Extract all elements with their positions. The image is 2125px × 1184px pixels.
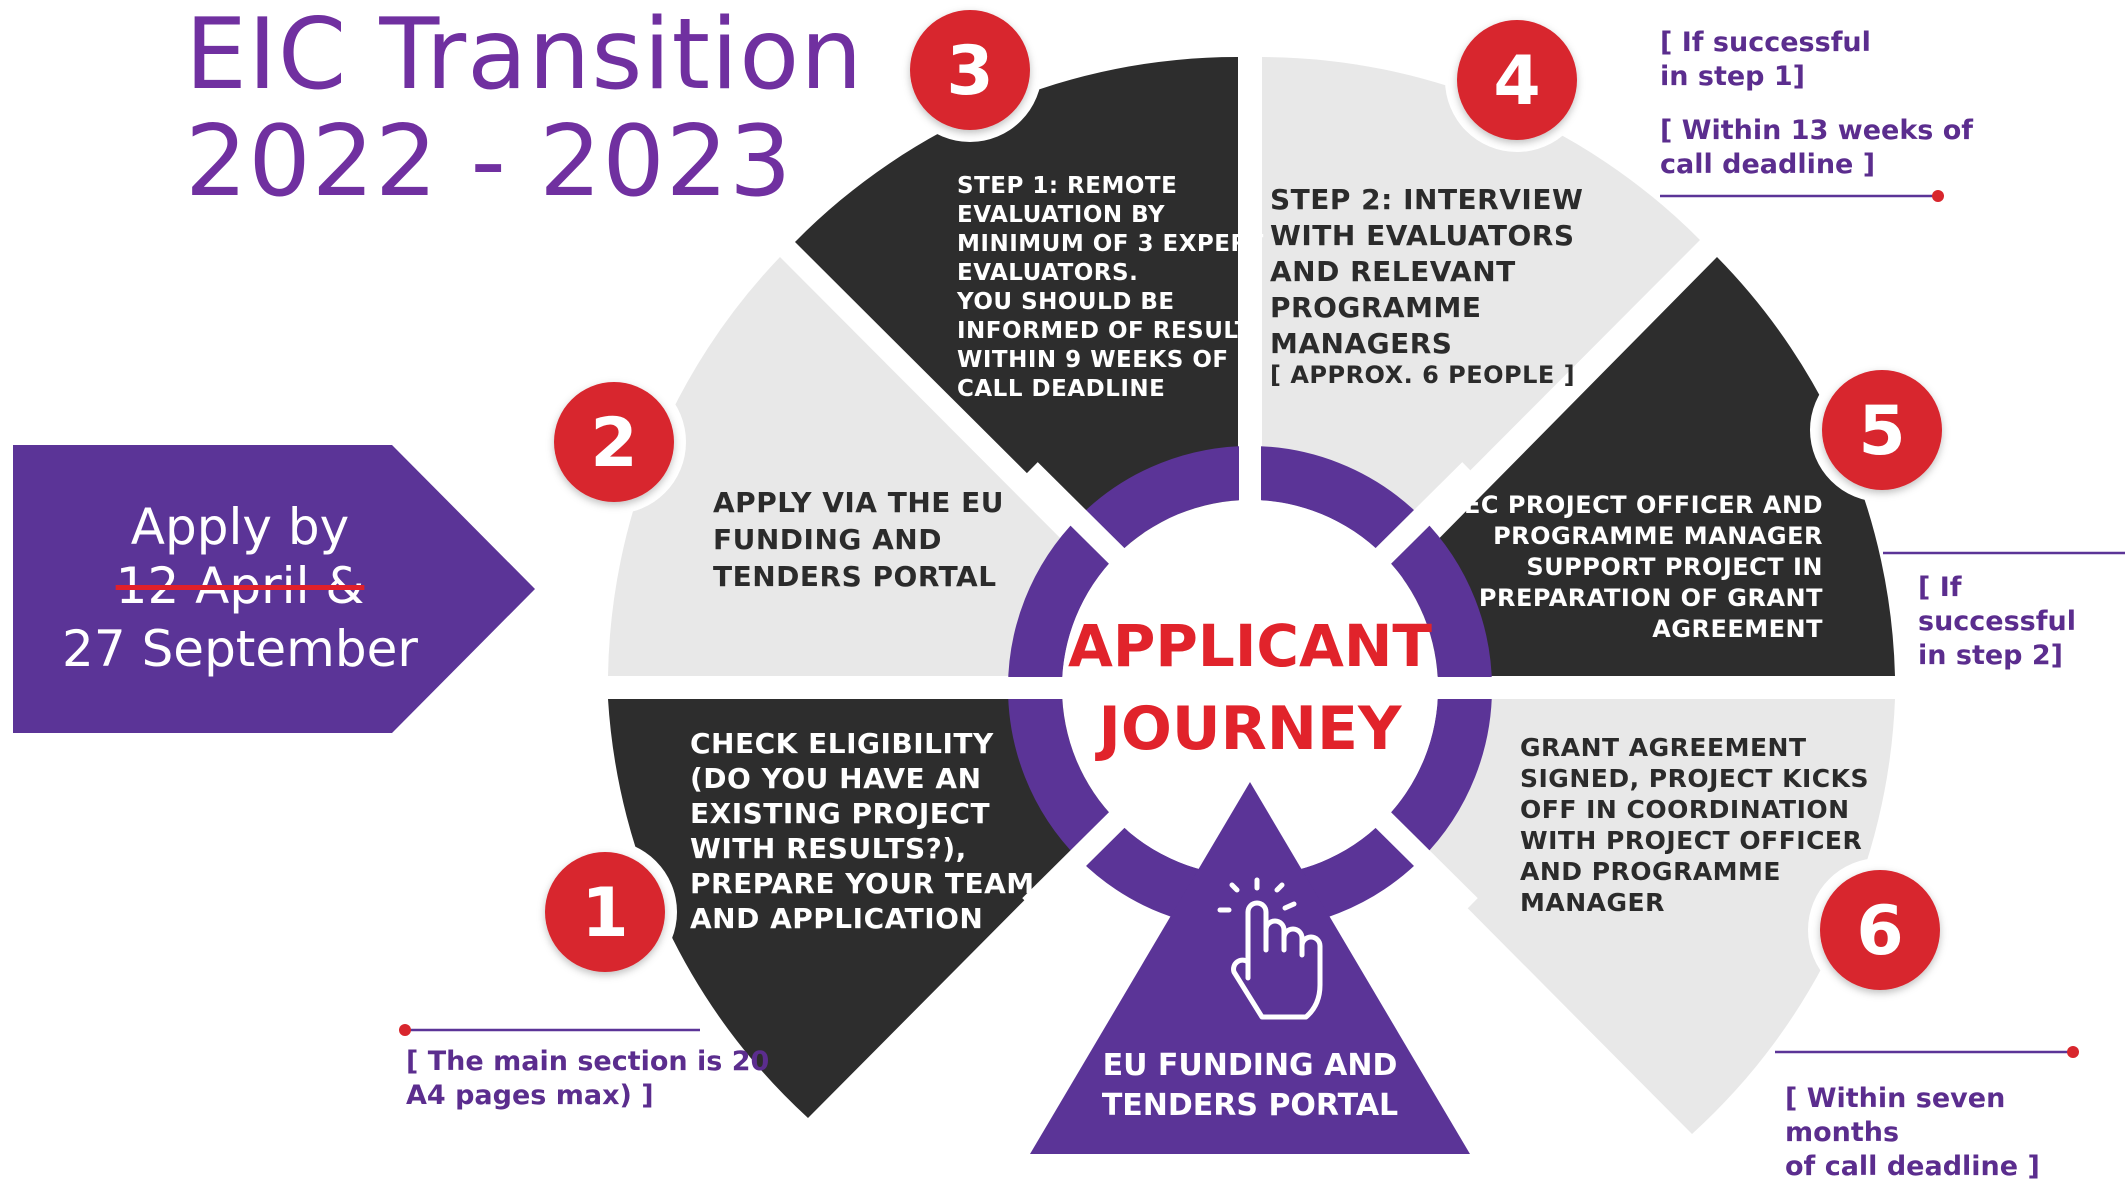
note-leaders (399, 190, 2125, 1058)
note-step-6-timing: [ Within seven months of call deadline ] (1785, 1083, 2040, 1182)
step-5-number: 5 (1858, 392, 1905, 471)
segment-4 (1262, 57, 1700, 556)
segment-1 (608, 699, 1124, 1118)
step-1-text: Check eligibility (do you have an existi… (690, 727, 1035, 935)
step-4-subtext: [ Approx. 6 people ] (1270, 361, 1576, 389)
segment-5 (1402, 257, 1895, 676)
note-step-4-timing: [ Within 13 weeks of call deadline ] (1660, 115, 1974, 180)
step-6-badge: 6 (1808, 858, 1952, 1002)
step-1-number: 1 (581, 874, 628, 953)
apply-by-label: Apply by (130, 498, 350, 556)
step-5-badge: 5 (1810, 358, 1954, 502)
step-4-text: Step 2: Interview with evaluators and re… (1270, 183, 1584, 360)
step-2-number: 2 (590, 404, 637, 483)
portal-label: EU FUNDING AND TENDERS PORTAL (1101, 1048, 1399, 1123)
step-3-badge: 3 (898, 0, 1042, 142)
note-step-1: [ The main section is 20 A4 pages max) ] (406, 1046, 770, 1111)
note-step-5-condition: [ If successful in step 2] (1918, 572, 2076, 671)
step-2-text: Apply via the EU funding and tenders por… (713, 486, 1004, 593)
step-4-number: 4 (1493, 42, 1540, 121)
apply-date-struck: 12 April & (115, 557, 365, 615)
step-6-number: 6 (1856, 892, 1903, 971)
apply-date: 27 September (62, 620, 418, 678)
segment-2 (608, 257, 1099, 676)
step-2-badge: 2 (542, 370, 686, 514)
click-hand-icon (1217, 877, 1323, 1020)
segment-3 (795, 56, 1238, 562)
diagram-canvas: 1 2 3 4 5 6 (13, 0, 2125, 1154)
segment-6 (1376, 699, 1895, 1134)
step-3-text: Step 1: Remote evaluation by minimum of … (957, 173, 1264, 402)
apply-arrow-shape (13, 445, 535, 733)
step-6-text: Grant agreement signed, project kicks of… (1520, 733, 1869, 917)
page-subtitle: 2022 - 2023 (185, 105, 793, 219)
page-title: EIC Transition (185, 0, 864, 112)
center-title-line2: JOURNEY (1098, 694, 1402, 764)
step-1-badge: 1 (533, 840, 677, 984)
step-4-badge: 4 (1445, 8, 1589, 152)
step-5-text: EC project officer and programme manager… (1463, 491, 1823, 643)
step-3-number: 3 (946, 32, 993, 111)
center-disc (1062, 500, 1438, 876)
center-title-line1: APPLICANT (1067, 612, 1432, 680)
note-step-4-condition: [ If successful in step 1] (1660, 27, 1871, 92)
applicant-journey-diagram: 1 2 3 4 5 6 EIC Transition 2022 - 2023 Apply … (13, 0, 2125, 1182)
